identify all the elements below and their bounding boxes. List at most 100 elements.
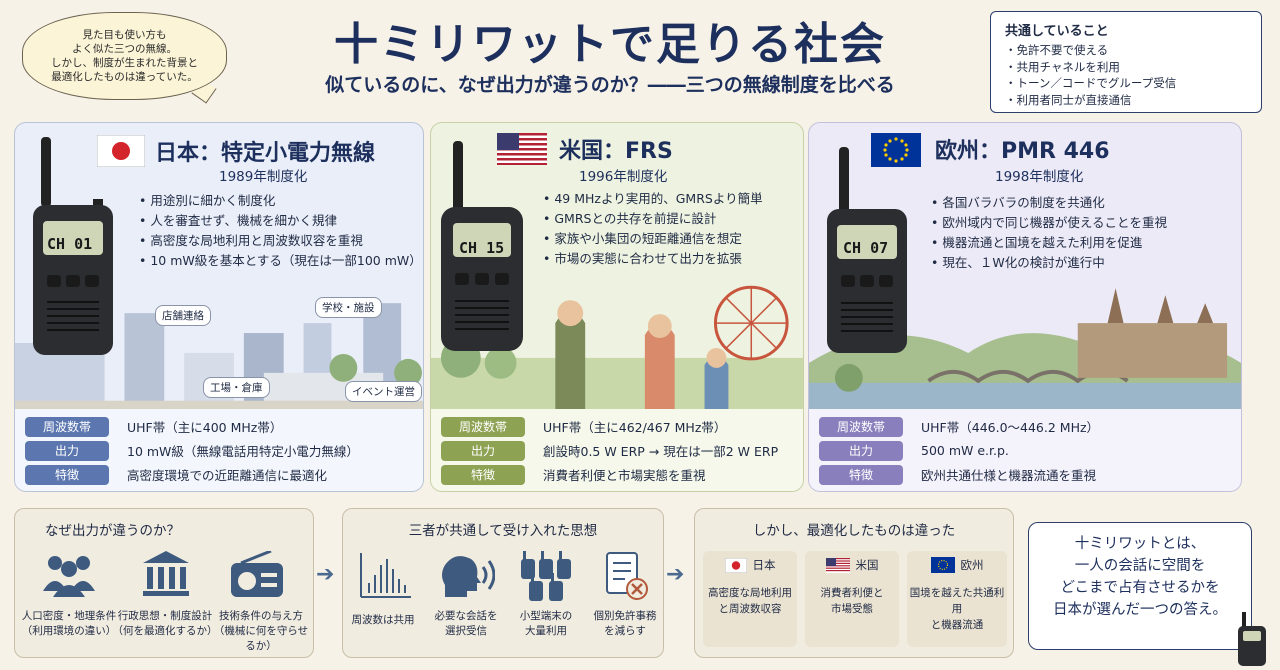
listening-head-icon [442, 556, 495, 597]
channel-display: CH 07 [843, 239, 889, 257]
spec-value: UHF帯（446.0～446.2 MHz） [921, 420, 1100, 435]
bullet-item: 市場の実態に合わせて出力を拡張 [543, 249, 763, 269]
shared-item-label: 周波数は共用 [343, 613, 423, 628]
spec-label: 周波数帯 [819, 416, 903, 437]
shared-item-line: 選択受信 [445, 625, 487, 637]
channel-display: CH 15 [459, 239, 505, 257]
spec-label: 特徴 [819, 464, 903, 485]
eu-card-title: 欧州：PMR 446 [935, 139, 1110, 164]
shared-item-line: 小型端末の [519, 610, 573, 622]
conclusion-line: 十ミリワットとは、 [1074, 536, 1206, 552]
japan-flag-icon [724, 557, 747, 573]
compare-country-name: 日本 [752, 558, 776, 572]
bullet-item: 10 mW級を基本とする（現在は一部100 mW） [139, 251, 421, 271]
shared-item-line: 大量利用 [525, 625, 567, 637]
japan-flag-icon [97, 135, 145, 167]
compare-country-name: 欧州 [960, 558, 984, 572]
bullet-item: 現在、１W化の検討が進行中 [931, 253, 1167, 273]
japan-card-title: 日本：特定小電力無線 [155, 141, 376, 166]
shared-panel-title: 三者が共通して受け入れた思想 [408, 523, 598, 539]
spec-row: 特徴 欧州共通仕様と機器流通を重視 [819, 463, 1231, 486]
spec-value: UHF帯（主に400 MHz帯） [127, 420, 283, 435]
bubble-line: しかし、制度が生まれた背景と [51, 57, 198, 69]
walkie-talkie-icon [827, 147, 907, 353]
japan-spec-table: 周波数帯 UHF帯（主に400 MHz帯） 出力 10 mW級（無線電話用特定小… [15, 409, 423, 491]
compare-line: 国境を越えた共通利用 [909, 587, 1005, 615]
spec-row: 周波数帯 UHF帯（主に400 MHz帯） [25, 415, 413, 438]
walkie-talkie-icon [33, 137, 113, 355]
spec-value: UHF帯（主に462/467 MHz帯） [543, 420, 727, 435]
eu-flag-icon [871, 133, 921, 167]
japan-card-year: 1989年制度化 [219, 169, 308, 185]
bubble-line: 見た目も使い方も [82, 29, 167, 41]
spec-label: 特徴 [25, 464, 109, 485]
us-flag-icon [825, 557, 850, 573]
spec-row: 周波数帯 UHF帯（446.0～446.2 MHz） [819, 415, 1231, 438]
spec-label: 周波数帯 [441, 416, 525, 437]
common-features-title: 共通していること [1005, 24, 1109, 39]
bullet-item: 49 MHzより実用的、GMRSより簡単 [543, 189, 762, 209]
spec-row: 周波数帯 UHF帯（主に462/467 MHz帯） [441, 415, 793, 438]
bullet-item: 高密度な局地利用と周波数収容を重視 [139, 231, 422, 251]
compare-column-japan: 日本 高密度な局地利用 と周波数収容 [703, 551, 797, 647]
walkie-talkie-icon [441, 141, 523, 351]
spec-row: 出力 創設時0.5 W ERP → 現在は一部2 W ERP [441, 439, 793, 462]
spec-value: 10 mW級（無線電話用特定小電力無線） [127, 444, 359, 459]
bullet-item: 用途別に細かく制度化 [139, 191, 422, 211]
conclusion-line: 日本が選んだ一つの答え。 [1053, 602, 1227, 618]
spec-value: 高密度環境での近距離通信に最適化 [127, 468, 328, 483]
bubble-line: 最適化したものは違っていた。 [51, 71, 198, 83]
us-card: CH 15 米国：FRS 1996年制度化 49 MHzより実用的、GMRSより… [430, 122, 804, 492]
conclusion-line: どこまで占有させるかを [1060, 580, 1220, 596]
common-features-box: 共通していること ・免許不要で使える ・共用チャネルを利用 ・トーン／コードでグ… [990, 11, 1262, 113]
spec-value: 500 mW e.r.p. [921, 443, 1009, 458]
spec-label: 出力 [25, 440, 109, 461]
spec-label: 特徴 [441, 464, 525, 485]
scene-label-event: イベント運営 [345, 381, 422, 402]
compare-column-eu: 欧州 国境を越えた共通利用 と機器流通 [907, 551, 1007, 647]
eu-card: CH 07 欧州：PMR 446 1998年制度化 各国バラバラの制度を共通化 … [808, 122, 1242, 492]
page-subtitle: 似ているのに、なぜ出力が違うのか？――三つの無線制度を比べる [325, 74, 895, 96]
license-exempt-icon [606, 552, 648, 600]
common-feature-item: ・免許不要で使える [1005, 43, 1109, 57]
spec-label: 出力 [441, 440, 525, 461]
shared-item-line: 個別免許事務 [593, 610, 657, 622]
eu-card-year: 1998年制度化 [995, 169, 1084, 185]
compare-column-us: 米国 消費者利便と 市場受態 [805, 551, 899, 647]
compare-line: と機器流通 [930, 619, 984, 631]
why-item-line: 人口密度・地理条件 [21, 610, 117, 622]
compare-line: と周波数収容 [718, 603, 782, 615]
conclusion-box: 十ミリワットとは、 一人の会話に空間を どこまで占有させるかを 日本が選んだ一つ… [1028, 522, 1252, 650]
us-spec-table: 周波数帯 UHF帯（主に462/467 MHz帯） 出力 創設時0.5 W ER… [431, 409, 803, 491]
bullet-item: GMRSとの共存を前提に設計 [543, 209, 763, 229]
flow-arrow-icon: ➔ [666, 562, 685, 587]
why-item-label: 行政思想・制度設計 （何を最適化するか） [111, 609, 219, 639]
us-flag-icon [497, 133, 547, 165]
why-item-label: 技術条件の与え方 （機械に何を守らせるか） [209, 609, 313, 654]
bullet-item: 人を審査せず、機械を細かく規律 [139, 211, 422, 231]
scene-label-school: 学校・施設 [315, 297, 382, 318]
spec-label: 周波数帯 [25, 416, 109, 437]
shared-item-label: 必要な会話を 選択受信 [423, 609, 509, 639]
why-item-line: （機械に何を守らせるか） [213, 625, 309, 652]
channel-display: CH 01 [47, 235, 93, 253]
intro-speech-bubble: 見た目も使い方も よく似た三つの無線。 しかし、制度が生まれた背景と 最適化した… [22, 12, 227, 100]
shared-item-line: 必要な会話を [434, 610, 498, 622]
common-feature-item: ・トーン／コードでグループ受信 [1005, 76, 1177, 90]
japan-bullets: 用途別に細かく制度化 人を審査せず、機械を細かく規律 高密度な局地利用と周波数収… [139, 191, 422, 271]
why-item-line: 技術条件の与え方 [219, 610, 303, 622]
spec-row: 特徴 消費者利便と市場実態を重視 [441, 463, 793, 486]
shared-item-label: 小型端末の 大量利用 [503, 609, 589, 639]
why-item-line: （利用環境の違い） [21, 625, 117, 637]
eu-bullets: 各国バラバラの制度を共通化 欧州域内で同じ機器が使えることを重視 機器流通と国境… [931, 193, 1167, 273]
spec-value: 欧州共通仕様と機器流通を重視 [921, 468, 1097, 483]
japan-card: 店舗連絡 学校・施設 工場・倉庫 イベント運営 CH 01 日本：特定小電力無線… [14, 122, 424, 492]
compare-country-name: 米国 [855, 558, 879, 572]
shared-principles-panel: 三者が共通して受け入れた思想 周波数は共用 必要な会話を 選択受信 小型端末の … [342, 508, 664, 658]
common-feature-item: ・共用チャネルを利用 [1005, 59, 1120, 74]
handheld-radios-icon [521, 551, 571, 601]
scene-label-factory: 工場・倉庫 [203, 377, 270, 398]
shared-item-line: 周波数は共用 [351, 614, 415, 626]
common-feature-item: ・利用者同士が直接通信 [1005, 92, 1132, 107]
compare-line: 消費者利便と [820, 587, 884, 599]
